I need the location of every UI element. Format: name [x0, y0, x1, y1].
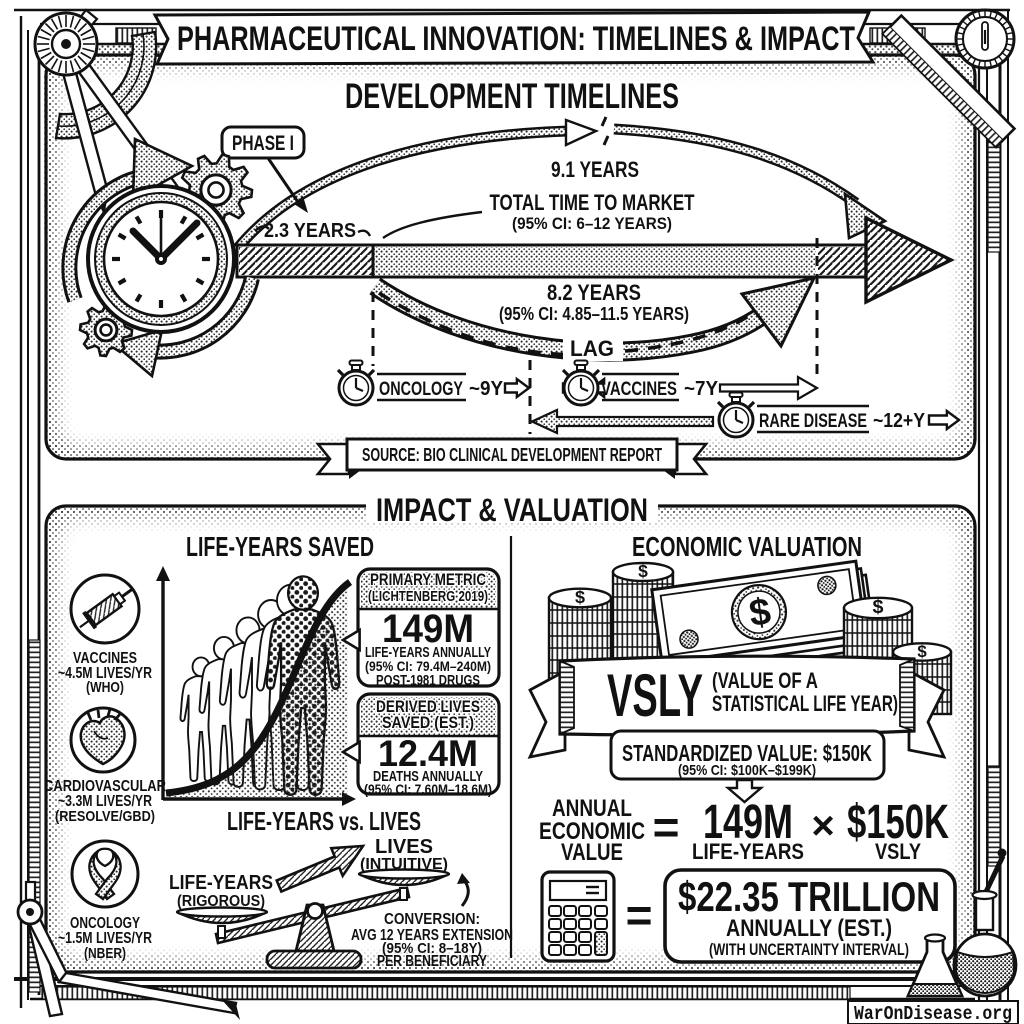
svg-text:PER BENEFICIARY: PER BENEFICIARY — [377, 953, 488, 970]
svg-text:VALUE: VALUE — [561, 839, 623, 866]
svg-text:ECONOMIC: ECONOMIC — [539, 818, 645, 845]
svg-text:(95% CI: 8–18Y): (95% CI: 8–18Y) — [382, 940, 482, 957]
svg-text:(95% CI: 4.85–11.5 YEARS): (95% CI: 4.85–11.5 YEARS) — [499, 304, 689, 324]
svg-text:DEVELOPMENT TIMELINES: DEVELOPMENT TIMELINES — [345, 77, 679, 116]
svg-text:(95% CI: $100K–$199K): (95% CI: $100K–$199K) — [678, 762, 816, 779]
svg-text:~1.5M LIVES/YR: ~1.5M LIVES/YR — [58, 930, 152, 947]
svg-text:VSLY: VSLY — [607, 662, 703, 729]
svg-text:ANNUALLY (EST.): ANNUALLY (EST.) — [726, 915, 892, 942]
svg-text:POST-1981 DRUGS: POST-1981 DRUGS — [376, 673, 480, 689]
svg-text:RARE DISEASE: RARE DISEASE — [759, 411, 867, 432]
svg-text:(WHO): (WHO) — [86, 679, 124, 696]
svg-text:~3.3M LIVES/YR: ~3.3M LIVES/YR — [58, 793, 152, 810]
svg-text:(95% CI: 7.60M–18.6M): (95% CI: 7.60M–18.6M) — [364, 782, 492, 797]
svg-text:AVG 12 YEARS EXTENSION: AVG 12 YEARS EXTENSION — [351, 927, 513, 944]
svg-text:(WITH UNCERTAINTY INTERVAL): (WITH UNCERTAINTY INTERVAL) — [709, 940, 909, 959]
svg-text:~9Y: ~9Y — [469, 378, 504, 400]
svg-text:LIFE-YEARS SAVED: LIFE-YEARS SAVED — [186, 531, 374, 562]
svg-text:LIFE-YEARS ANNUALLY: LIFE-YEARS ANNUALLY — [365, 645, 491, 661]
svg-text:SOURCE: BIO CLINICAL DEVELOPME: SOURCE: BIO CLINICAL DEVELOPMENT REPORT — [362, 444, 662, 465]
svg-text:PRIMARY METRIC: PRIMARY METRIC — [370, 570, 486, 589]
svg-text:×: × — [811, 804, 834, 848]
svg-text:LAG: LAG — [570, 336, 614, 361]
svg-text:2.3 YEARS: 2.3 YEARS — [264, 220, 356, 242]
svg-text:IMPACT & VALUATION: IMPACT & VALUATION — [376, 492, 648, 528]
svg-text:$150K: $150K — [847, 796, 949, 849]
svg-text:LIFE-YEARS vs. LIVES: LIFE-YEARS vs. LIVES — [227, 806, 421, 836]
svg-text:CONVERSION:: CONVERSION: — [384, 911, 480, 928]
svg-text:PHARMACEUTICAL INNOVATION: TIM: PHARMACEUTICAL INNOVATION: TIMELINES & I… — [177, 20, 855, 58]
svg-text:$: $ — [917, 642, 927, 661]
svg-text:ECONOMIC VALUATION: ECONOMIC VALUATION — [632, 531, 862, 562]
svg-text:=: = — [626, 889, 653, 941]
svg-text:LIFE-YEARS: LIFE-YEARS — [692, 839, 804, 864]
svg-text:DEATHS ANNUALLY: DEATHS ANNUALLY — [373, 769, 483, 785]
svg-text:~12+Y: ~12+Y — [873, 410, 926, 432]
svg-text:VACCINES: VACCINES — [601, 379, 677, 400]
svg-text:~4.5M LIVES/YR: ~4.5M LIVES/YR — [58, 665, 152, 682]
svg-text:ANNUAL: ANNUAL — [552, 795, 632, 822]
svg-text:(95% CI: 6–12 YEARS): (95% CI: 6–12 YEARS) — [512, 214, 672, 233]
svg-text:ONCOLOGY: ONCOLOGY — [379, 379, 463, 400]
svg-text:149M: 149M — [703, 796, 793, 849]
svg-text:(95% CI: 79.4M–240M): (95% CI: 79.4M–240M) — [365, 658, 491, 674]
svg-text:VSLY: VSLY — [875, 839, 921, 864]
svg-text:(VALUE OF A: (VALUE OF A — [712, 668, 818, 693]
svg-text:$: $ — [873, 596, 884, 618]
svg-text:(RESOLVE/GBD): (RESOLVE/GBD) — [55, 808, 155, 825]
svg-text:149M: 149M — [382, 607, 474, 651]
svg-text:SAVED (EST.): SAVED (EST.) — [382, 713, 474, 732]
svg-text:CARDIOVASCULAR: CARDIOVASCULAR — [44, 778, 166, 795]
svg-text:$22.35 TRILLION: $22.35 TRILLION — [678, 873, 940, 920]
svg-text:(RIGOROUS): (RIGOROUS) — [177, 893, 265, 910]
svg-text:(LICHTENBERG 2019): (LICHTENBERG 2019) — [368, 589, 488, 605]
svg-text:STATISTICAL LIFE YEAR): STATISTICAL LIFE YEAR) — [712, 691, 898, 716]
svg-text:WarOnDisease.org: WarOnDisease.org — [854, 1003, 1012, 1024]
svg-text:~7Y: ~7Y — [684, 378, 719, 400]
svg-text:=: = — [653, 801, 680, 853]
svg-text:8.2 YEARS: 8.2 YEARS — [547, 280, 641, 305]
svg-text:(NBER): (NBER) — [84, 945, 126, 962]
svg-text:STANDARDIZED VALUE: $150K: STANDARDIZED VALUE: $150K — [622, 740, 872, 766]
svg-text:LIFE-YEARS: LIFE-YEARS — [169, 872, 273, 894]
svg-text:ONCOLOGY: ONCOLOGY — [70, 915, 140, 932]
svg-text:PHASE I: PHASE I — [232, 132, 294, 155]
svg-text:VACCINES: VACCINES — [73, 650, 137, 667]
svg-text:12.4M: 12.4M — [378, 733, 478, 774]
svg-text:TOTAL TIME TO MARKET: TOTAL TIME TO MARKET — [490, 190, 695, 215]
svg-text:$: $ — [575, 587, 585, 607]
svg-text:$: $ — [638, 561, 648, 581]
svg-text:DERIVED LIVES: DERIVED LIVES — [376, 697, 480, 716]
svg-text:9.1 YEARS: 9.1 YEARS — [551, 157, 639, 182]
svg-text:LIVES: LIVES — [375, 836, 433, 858]
